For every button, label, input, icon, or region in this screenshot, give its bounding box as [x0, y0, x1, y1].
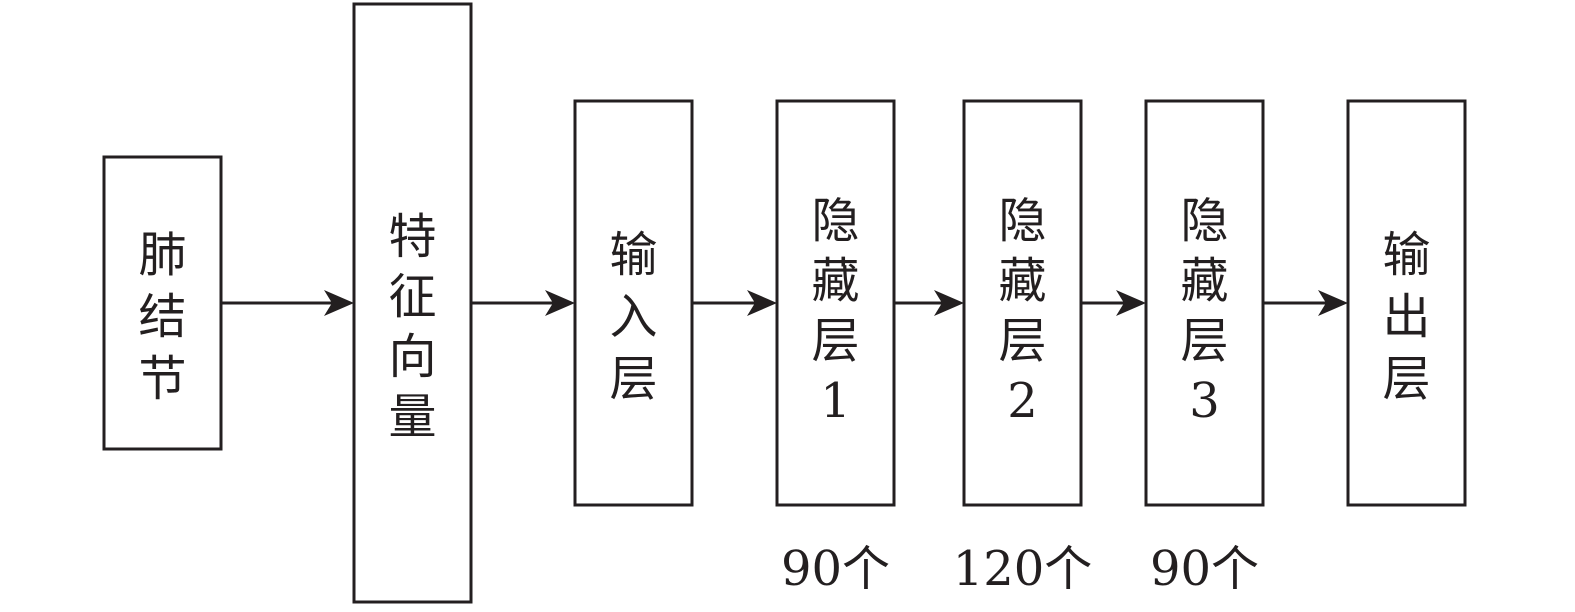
node-label-char: 藏	[811, 253, 859, 309]
arrow-nodule-to-feature-vector	[221, 290, 354, 316]
node-label-char: 隐	[811, 193, 859, 249]
arrowhead-icon	[324, 290, 354, 316]
node-label-char: 1	[820, 373, 851, 429]
node-box-input-layer	[573, 99, 694, 507]
arrowhead-icon	[545, 290, 575, 316]
arrowhead-icon	[1116, 290, 1146, 316]
arrow-hidden-layer-1-to-hidden-layer-2	[894, 290, 964, 316]
node-box-hidden-layer-3	[1144, 99, 1265, 507]
node-label-char: 层	[1180, 313, 1228, 369]
node-label-char: 出	[1382, 289, 1430, 345]
arrow-hidden-layer-3-to-output-layer	[1263, 290, 1348, 316]
neuron-count-hidden-layer-3: 90个	[1150, 541, 1259, 597]
node-output-layer: 输出层	[1346, 99, 1467, 507]
node-label-char: 输	[1382, 227, 1430, 283]
node-nodule: 肺结节	[102, 155, 223, 451]
node-label-char: 藏	[1180, 253, 1228, 309]
node-box-hidden-layer-1	[775, 99, 896, 507]
node-label-char: 隐	[1180, 193, 1228, 249]
node-box-feature-vector	[352, 2, 473, 604]
edges	[221, 290, 1348, 316]
node-label-char: 藏	[998, 253, 1046, 309]
node-label-char: 3	[1189, 373, 1220, 429]
arrowhead-icon	[934, 290, 964, 316]
arrowhead-icon	[747, 290, 777, 316]
node-label-char: 结	[138, 289, 186, 345]
layer-counts: 90个 120个 90个	[781, 541, 1259, 597]
node-label-char: 2	[1007, 373, 1038, 429]
node-label-char: 节	[138, 351, 186, 407]
arrowhead-icon	[1318, 290, 1348, 316]
node-label-char: 量	[388, 389, 436, 445]
arrow-input-layer-to-hidden-layer-1	[692, 290, 777, 316]
node-label-char: 层	[998, 313, 1046, 369]
node-label-char: 特	[388, 209, 436, 265]
node-input-layer: 输入层	[573, 99, 694, 507]
node-label-char: 隐	[998, 193, 1046, 249]
node-box-hidden-layer-2	[962, 99, 1083, 507]
node-box-output-layer	[1346, 99, 1467, 507]
neuron-count-hidden-layer-1: 90个	[781, 541, 890, 597]
node-label-char: 征	[388, 269, 436, 325]
arrow-feature-vector-to-input-layer	[471, 290, 575, 316]
node-label-char: 层	[811, 313, 859, 369]
neuron-count-hidden-layer-2: 120个	[953, 541, 1093, 597]
node-label-char: 输	[609, 227, 657, 283]
node-label-char: 肺	[138, 227, 186, 283]
node-label-char: 层	[609, 351, 657, 407]
node-label-char: 层	[1382, 351, 1430, 407]
arrow-hidden-layer-2-to-hidden-layer-3	[1081, 290, 1146, 316]
node-label-char: 入	[609, 289, 657, 345]
node-box-nodule	[102, 155, 223, 451]
node-label-char: 向	[388, 329, 436, 385]
